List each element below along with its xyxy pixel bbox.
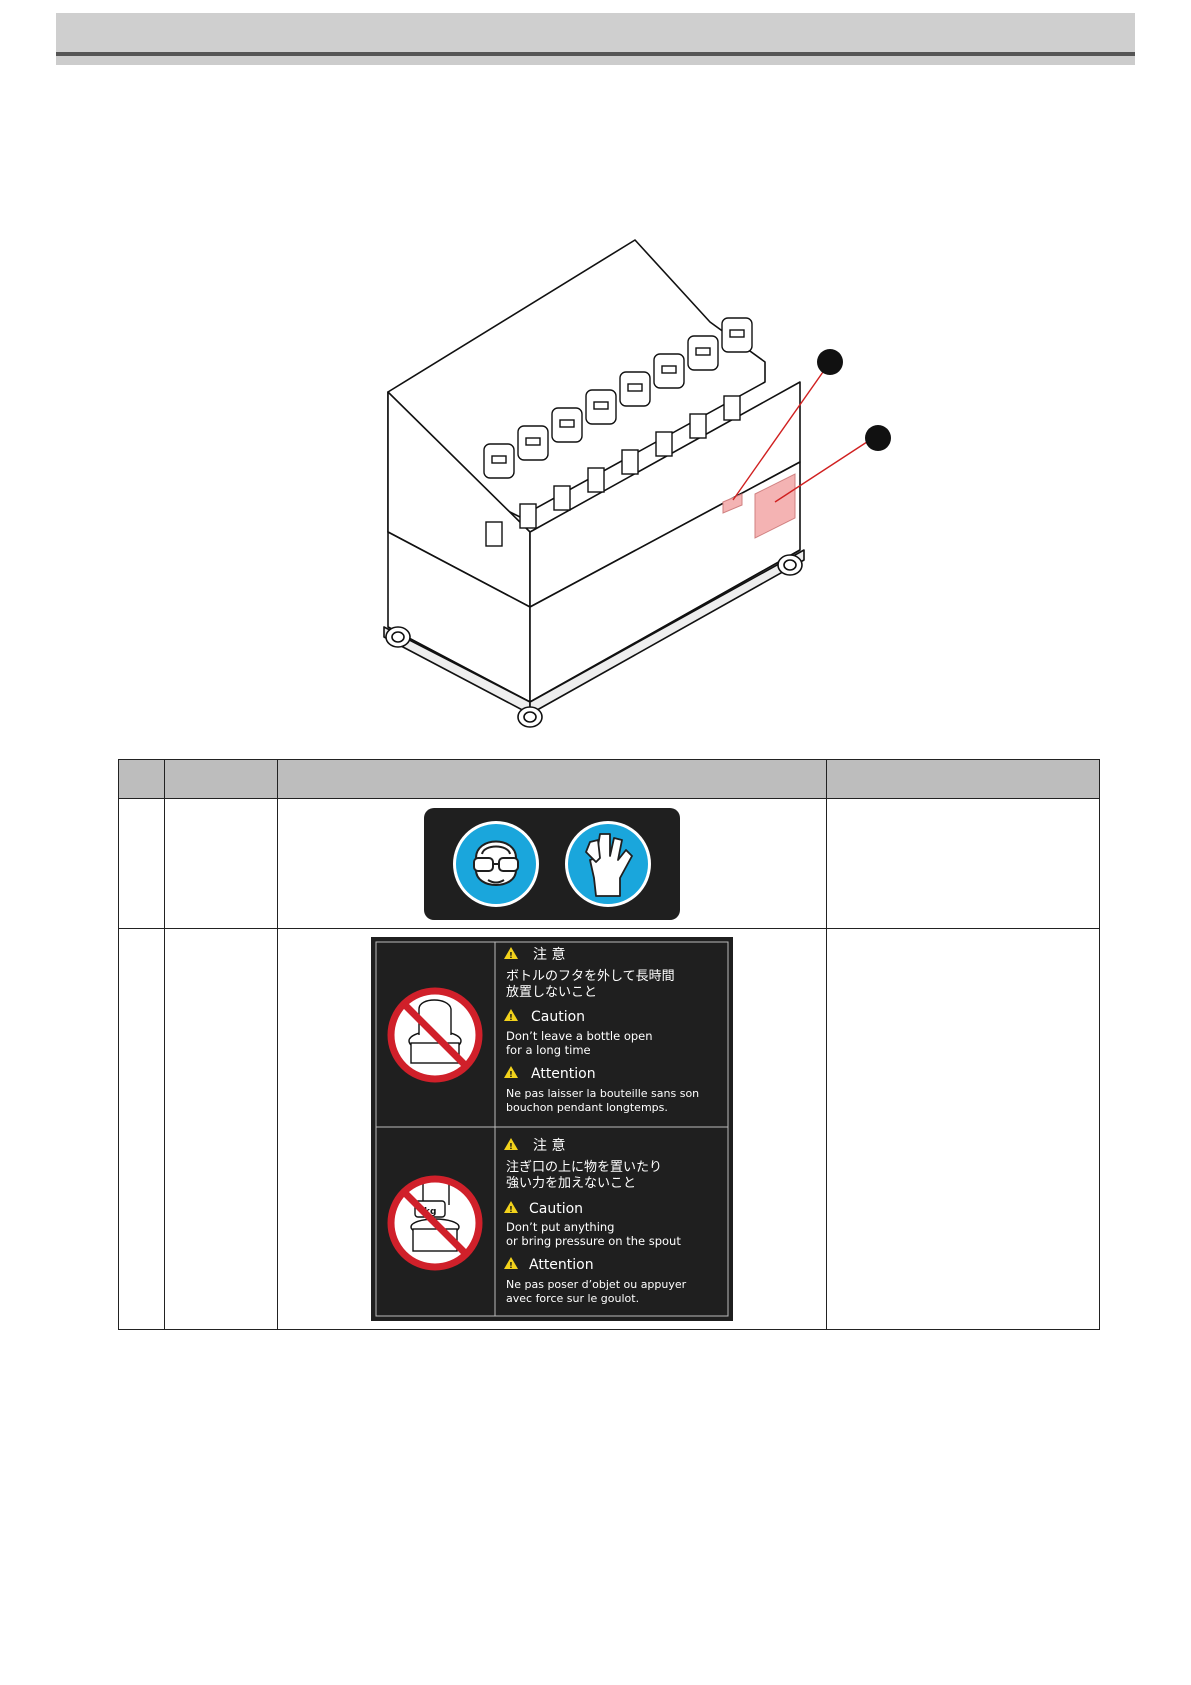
svg-text:!: ! [509, 951, 513, 960]
warning-triangle-icon [504, 1138, 518, 1150]
callout-marker-2 [865, 425, 891, 451]
lower-en-heading: Caution [529, 1201, 583, 1217]
cell-no [118, 928, 165, 1330]
cell-order [164, 928, 278, 1330]
lower-en-text-2: or bring pressure on the spout [506, 1234, 681, 1248]
lower-fr-text-2: avec force sur le goulot. [506, 1292, 639, 1305]
upper-fr-text-2: bouchon pendant longtemps. [506, 1101, 668, 1114]
upper-jp-heading: 注 意 [533, 946, 565, 963]
cell-order [164, 798, 278, 929]
page-header-underline [56, 56, 1135, 65]
upper-en-heading: Caution [531, 1009, 585, 1025]
lower-fr-heading: Attention [529, 1257, 594, 1273]
svg-text:!: ! [509, 1070, 513, 1079]
kg-weight-mark: kg [424, 1207, 436, 1217]
header-label [277, 759, 827, 799]
table-row [118, 798, 1100, 929]
lower-jp-text-1: 注ぎ口の上に物を置いたり [506, 1160, 662, 1175]
no-open-bottle-icon [387, 987, 483, 1083]
table-header-row [118, 759, 1100, 799]
upper-en-text-2: for a long time [506, 1043, 591, 1057]
upper-fr-text-1: Ne pas laisser la bouteille sans son [506, 1087, 699, 1100]
svg-text:!: ! [509, 1142, 513, 1151]
upper-en-text-1: Don’t leave a bottle open [506, 1029, 653, 1043]
warning-triangle-icon [504, 1201, 518, 1213]
protective-gloves-icon [585, 832, 633, 897]
header-no [118, 759, 165, 799]
lower-jp-heading: 注 意 [533, 1137, 565, 1154]
cell-notes [826, 798, 1100, 929]
header-order [164, 759, 278, 799]
svg-text:!: ! [509, 1261, 513, 1270]
cell-no [118, 798, 165, 929]
label-2-position [754, 473, 796, 539]
cell-label-image: kg ! 注 意 ボトルのフタを外して長時間 放置しないこと ! Caution [277, 928, 827, 1330]
warning-labels-table: kg ! 注 意 ボトルのフタを外して長時間 放置しないこと ! Caution [118, 759, 1100, 1330]
warning-triangle-icon [504, 947, 518, 959]
upper-jp-text-2: 放置しないこと [506, 985, 597, 1000]
safety-goggles-icon [473, 840, 519, 886]
svg-text:!: ! [509, 1205, 513, 1214]
svg-text:!: ! [509, 1013, 513, 1022]
table-row: kg ! 注 意 ボトルのフタを外して長時間 放置しないこと ! Caution [118, 928, 1100, 1330]
cell-notes [826, 928, 1100, 1330]
lower-fr-text-1: Ne pas poser d’objet ou appuyer [506, 1278, 687, 1291]
header-notes [826, 759, 1100, 799]
page-header-bar [56, 13, 1135, 56]
warning-triangle-icon [504, 1257, 518, 1269]
cell-label-image [277, 798, 827, 929]
bottle-warning-sticker: kg ! 注 意 ボトルのフタを外して長時間 放置しないこと ! Caution [371, 937, 733, 1321]
callout-marker-1 [817, 349, 843, 375]
lower-jp-text-2: 強い力を加えないこと [506, 1176, 636, 1191]
upper-jp-text-1: ボトルのフタを外して長時間 [506, 969, 675, 984]
protective-equipment-sticker [424, 807, 680, 920]
lower-en-text-1: Don’t put anything [506, 1220, 614, 1234]
upper-fr-heading: Attention [531, 1066, 596, 1082]
no-weight-on-spout-icon: kg [387, 1175, 483, 1271]
warning-triangle-icon [504, 1009, 518, 1021]
ink-unit-illustration [383, 239, 891, 728]
warning-triangle-icon [504, 1066, 518, 1078]
